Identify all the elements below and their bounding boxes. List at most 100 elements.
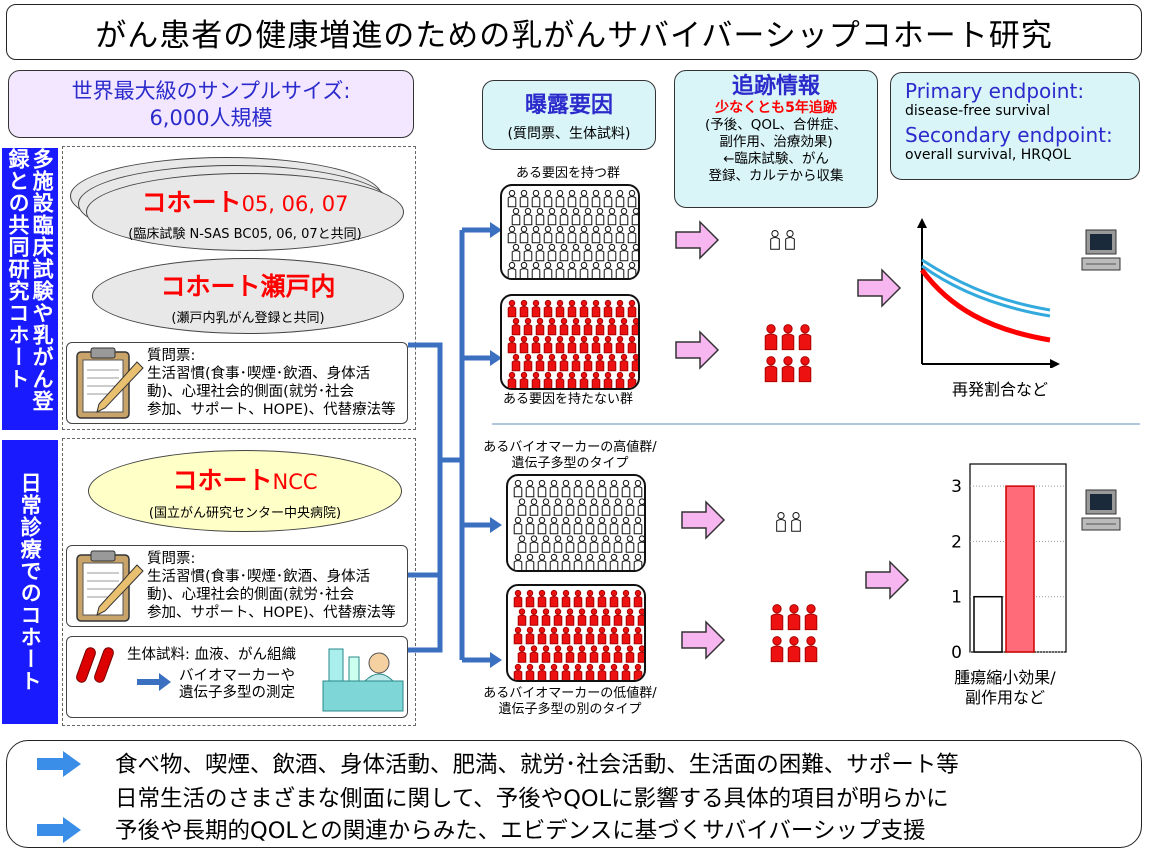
person-icon <box>573 589 583 608</box>
person-icon <box>633 626 643 645</box>
person-icon <box>549 553 559 570</box>
person-icon <box>555 189 565 208</box>
sample-size-box: 世界最大級のサンプルサイズ: 6,000人規模 <box>8 70 414 138</box>
followup-line3: ←臨床試験、がん <box>723 151 829 167</box>
person-icon <box>567 335 577 354</box>
person-icon <box>781 324 795 351</box>
person-icon <box>625 608 635 626</box>
person-icon <box>595 353 605 372</box>
person-icon <box>787 604 801 631</box>
person-icon <box>553 608 563 626</box>
clipboard-icon <box>76 347 144 419</box>
person-icon <box>577 535 587 553</box>
person-icon <box>791 511 801 532</box>
person-icon <box>591 261 601 278</box>
questionnaire-box-2: 質問票: 生活習慣(食事･喫煙･飲酒、身体活 動)、心理社会的側面(就労･社会 … <box>66 545 408 627</box>
person-icon <box>577 608 587 626</box>
people-crowd-icon <box>507 299 638 388</box>
cohort-ncc-suffix: NCC <box>272 470 318 494</box>
person-icon <box>573 663 583 680</box>
exposure-title: 曝露要因 <box>524 93 613 118</box>
primary-endpoint-label: Primary endpoint: <box>905 79 1085 103</box>
pink-arrow-icon <box>681 620 726 660</box>
person-icon <box>511 243 521 262</box>
person-icon <box>561 626 571 645</box>
person-icon <box>567 299 577 318</box>
person-icon <box>613 645 623 663</box>
person-icon <box>565 498 575 516</box>
person-icon <box>615 261 625 278</box>
person-icon <box>513 589 523 608</box>
computer-icon <box>1081 229 1121 271</box>
person-icon <box>619 243 629 262</box>
person-icon <box>519 225 529 244</box>
blood-tube-icon <box>76 647 114 683</box>
person-icon <box>531 189 541 208</box>
person-icon <box>547 353 557 372</box>
person-icon <box>559 207 569 226</box>
person-icon <box>541 608 551 626</box>
person-icon <box>609 516 619 535</box>
exposure-sub: (質問票、生体試料) <box>507 126 631 142</box>
person-icon <box>589 608 599 626</box>
sample-size-line2: 6,000人規模 <box>149 106 273 130</box>
cohort-trial-ellipse: コホート05, 06, 07 (臨床試験 N-SAS BC05, 06, 07と… <box>86 173 404 251</box>
people-pair-icon <box>770 229 795 250</box>
followup-line1: (予後、QOL、合併症、 <box>704 117 848 133</box>
curve-red <box>919 268 1051 343</box>
y-tick-label: 0 <box>951 643 962 660</box>
person-icon <box>535 207 545 226</box>
person-icon <box>583 207 593 226</box>
exposure-box: 曝露要因 (質問票、生体試料) <box>482 80 656 150</box>
group-label-without-factor: ある要因を持たない群 <box>502 392 633 407</box>
person-icon <box>585 553 595 570</box>
questionnaire-line1-1: 生活習慣(食事･喫煙･飲酒、身体活 <box>147 366 371 382</box>
pink-arrow-icon <box>675 220 720 260</box>
questionnaire-line2-2: 動)、心理社会的側面(就労･社会 <box>147 587 355 603</box>
person-icon <box>519 261 529 278</box>
crowd-with-factor <box>500 184 640 280</box>
group-label-with-factor: ある要因を持つ群 <box>515 166 620 181</box>
person-icon <box>583 353 593 372</box>
person-icon <box>607 317 617 336</box>
person-icon <box>613 608 623 626</box>
person-icon <box>619 353 629 372</box>
person-icon <box>591 335 601 354</box>
cohort-setouchi-sub: (瀬戸内乳がん登録と共同) <box>171 310 325 326</box>
person-icon <box>559 317 569 336</box>
person-icon <box>541 535 551 553</box>
person-icon <box>561 663 571 680</box>
person-icon <box>621 663 631 680</box>
followup-title: 追跡情報 <box>731 74 820 99</box>
person-icon <box>543 371 553 388</box>
person-icon <box>621 626 631 645</box>
person-icon <box>573 626 583 645</box>
person-icon <box>609 479 619 498</box>
person-icon <box>511 207 521 226</box>
cohort-setouchi-ellipse: コホート瀬戸内 (瀬戸内乳がん登録と共同) <box>92 258 404 334</box>
person-icon <box>513 663 523 680</box>
person-icon <box>637 608 644 626</box>
primary-endpoint-value: disease-free survival <box>905 103 1051 119</box>
person-icon <box>537 479 547 498</box>
routine-cohort-group <box>62 438 416 726</box>
page-title: がん患者の健康増進のための乳がんサバイバーシップコホート研究 <box>6 4 1142 60</box>
person-icon <box>519 299 529 318</box>
person-icon <box>541 645 551 663</box>
person-icon <box>507 189 517 208</box>
cohort-trial-title: コホート <box>141 187 242 217</box>
questionnaire-line3-2: 参加、サポート、HOPE)、代替療法等 <box>147 605 396 621</box>
curve-blue-1 <box>921 258 1051 312</box>
person-icon <box>529 645 539 663</box>
person-icon <box>585 516 595 535</box>
questionnaire-line3-1: 参加、サポート、HOPE)、代替療法等 <box>147 402 396 418</box>
person-icon <box>525 479 535 498</box>
person-icon <box>625 645 635 663</box>
person-icon <box>615 189 625 208</box>
person-icon <box>798 324 812 351</box>
person-icon <box>513 553 523 570</box>
person-icon <box>631 353 638 372</box>
person-icon <box>573 479 583 498</box>
people-pair-icon <box>776 511 801 532</box>
